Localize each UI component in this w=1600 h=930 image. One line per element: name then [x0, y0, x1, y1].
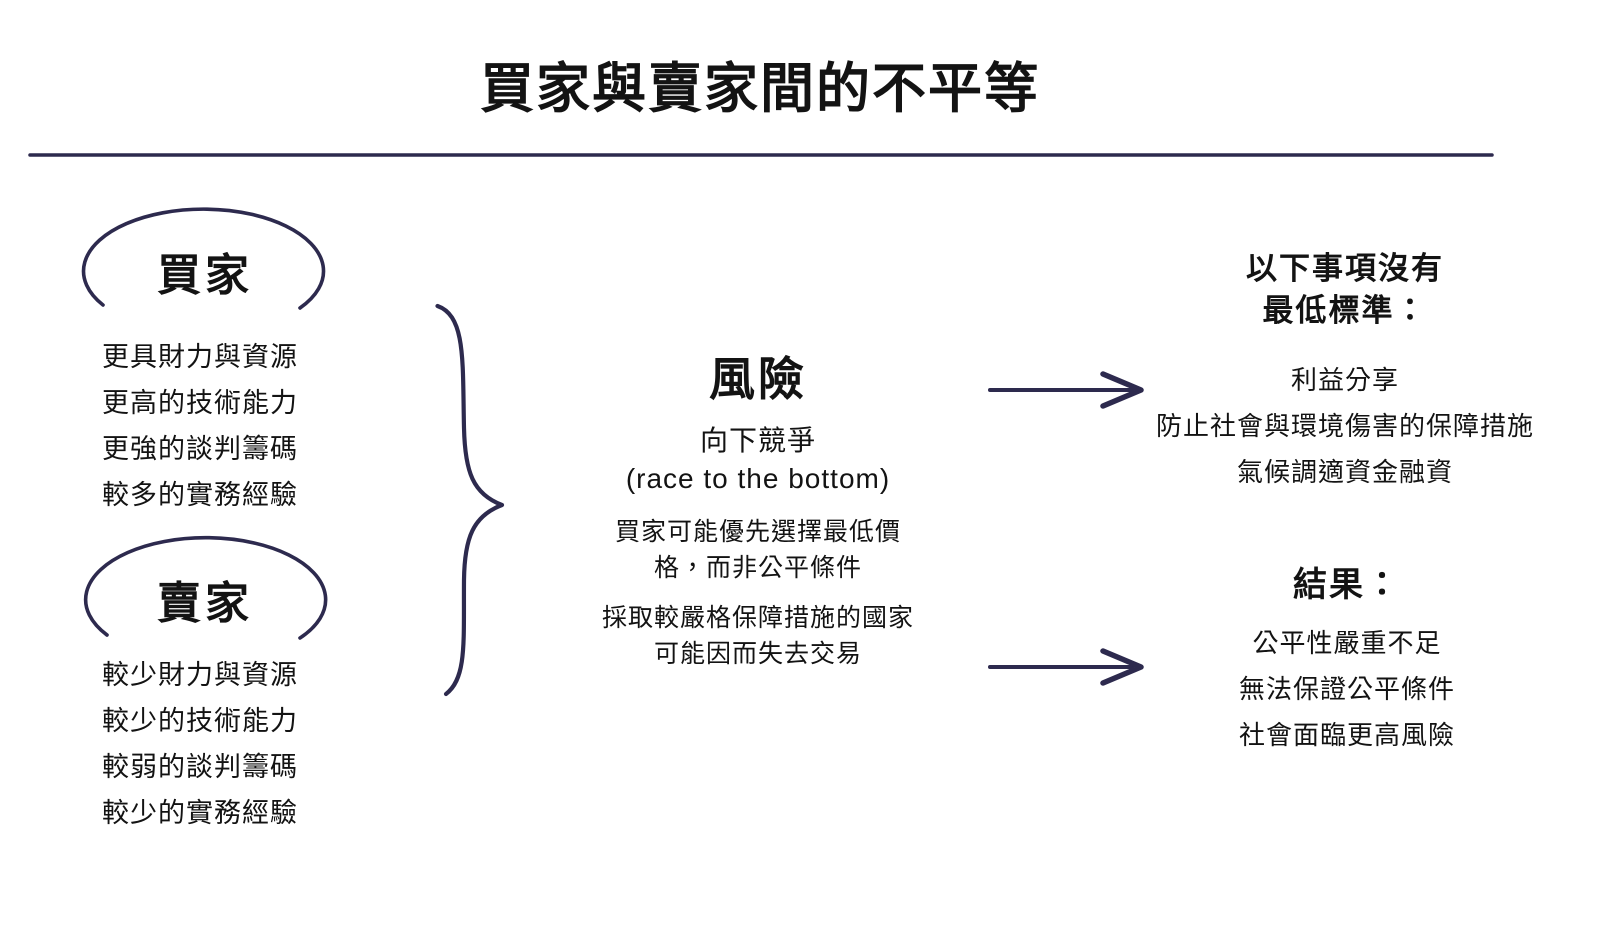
no-minimum-standards-item: 氣候調適資金融資 — [1236, 457, 1453, 487]
no-minimum-standards-list: 利益分享 防止社會與環境傷害的保障措施 氣候調適資金融資 — [1145, 357, 1545, 495]
seller-attribute: 較少的實務經驗 — [102, 798, 298, 828]
buyer-attribute: 更強的談判籌碼 — [102, 434, 298, 464]
seller-attribute: 較少財力與資源 — [102, 660, 298, 690]
risk-heading: 風險 — [709, 353, 807, 405]
results-list: 公平性嚴重不足 無法保證公平條件 社會面臨更高風險 — [1147, 620, 1547, 758]
seller-attributes-list: 較少財力與資源 較少的技術能力 較弱的談判籌碼 較少的實務經驗 — [102, 652, 298, 836]
risk-paragraph-2-line: 採取較嚴格保障措施的國家 — [601, 604, 914, 632]
no-minimum-standards-heading-line: 以下事項沒有 — [1246, 251, 1444, 286]
seller-attribute: 較弱的談判籌碼 — [102, 752, 298, 782]
results-item: 社會面臨更高風險 — [1238, 720, 1455, 750]
no-minimum-standards-section: 以下事項沒有 最低標準： 利益分享 防止社會與環境傷害的保障措施 氣候調適資金融… — [1145, 248, 1545, 495]
risk-paragraph-1-line: 格，而非公平條件 — [653, 554, 862, 582]
results-item: 無法保證公平條件 — [1238, 674, 1455, 704]
buyer-attribute: 更具財力與資源 — [102, 342, 298, 372]
risk-paragraph-2: 採取較嚴格保障措施的國家 可能因而失去交易 — [558, 600, 958, 672]
buyer-ellipse — [81, 207, 326, 310]
risk-paragraph-1-line: 買家可能優先選擇最低價 — [614, 518, 901, 546]
curly-brace — [435, 303, 505, 697]
risk-paragraph-2-line: 可能因而失去交易 — [653, 640, 862, 668]
seller-attribute: 較少的技術能力 — [102, 706, 298, 736]
page-title: 買家與賣家間的不平等 — [480, 59, 1040, 119]
risk-section: 風險 向下競爭 (race to the bottom) 買家可能優先選擇最低價… — [558, 352, 958, 672]
arrow-right-bottom-icon — [988, 648, 1144, 686]
risk-paragraph-1: 買家可能優先選擇最低價 格，而非公平條件 — [558, 514, 958, 586]
no-minimum-standards-item: 利益分享 — [1290, 365, 1399, 395]
no-minimum-standards-heading: 以下事項沒有 最低標準： — [1145, 248, 1545, 332]
buyer-attributes-list: 更具財力與資源 更高的技術能力 更強的談判籌碼 較多的實務經驗 — [102, 334, 298, 518]
risk-subtitle-english: (race to the bottom) — [625, 463, 891, 494]
risk-subtitle: 向下競爭 — [699, 425, 816, 456]
results-heading: 結果： — [1293, 566, 1401, 604]
results-section: 結果： 公平性嚴重不足 無法保證公平條件 社會面臨更高風險 — [1147, 562, 1547, 758]
seller-label: 賣家 — [157, 579, 253, 628]
no-minimum-standards-item: 防止社會與環境傷害的保障措施 — [1155, 411, 1534, 441]
buyer-label: 買家 — [157, 251, 253, 300]
no-minimum-standards-heading-line: 最低標準： — [1262, 293, 1428, 328]
seller-ellipse — [83, 535, 328, 640]
arrow-right-top-icon — [988, 371, 1144, 409]
results-item: 公平性嚴重不足 — [1252, 628, 1442, 658]
buyer-attribute: 較多的實務經驗 — [102, 480, 298, 510]
buyer-attribute: 更高的技術能力 — [102, 388, 298, 418]
